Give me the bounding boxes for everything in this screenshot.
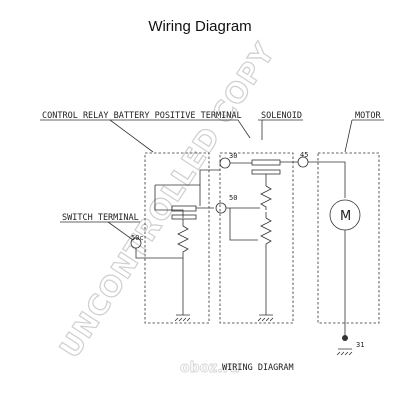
wire-50c [135,248,183,259]
wire-50-coil2 [229,208,258,241]
wire-30-relay [199,169,220,185]
relay-contact-bottom [171,214,197,220]
terminal-45-label: 45 [300,151,308,159]
terminal-50-label: 50 [229,194,237,202]
terminal-50c-label: 50c [131,234,144,242]
relay-coil [177,219,189,258]
solenoid-ground [257,314,274,322]
solenoid-contact-bottom [251,169,281,175]
solenoid-box [219,152,294,324]
terminal-30-label: 30 [229,152,237,160]
control-relay-leader-2 [109,119,154,153]
solenoid-coil-2 [260,212,272,315]
terminal-31 [342,335,348,341]
footer-label: WIRING DIAGRAM [222,363,294,373]
relay-contact-top [171,205,197,212]
diagram-title: Wiring Diagram [148,18,252,35]
control-relay-label: CONTROL RELAY BATTERY POSITIVE TERMINAL [42,111,242,121]
switch-terminal-leader [60,221,140,241]
switch-terminal-label: SWITCH TERMINAL [62,213,139,223]
motor-m-label: M [340,209,351,224]
relay-ground [174,314,191,322]
solenoid-label: SOLENOID [261,111,302,121]
solenoid-leader [258,119,303,140]
motor-leader [344,119,384,153]
solenoid-contact-top [251,159,281,166]
terminal-50 [215,202,227,214]
motor-box [317,152,380,324]
solenoid-coil-1 [260,185,272,210]
watermark-site: oboz.ru [180,360,240,376]
control-relay-leader [40,119,251,139]
motor-ground [336,348,353,356]
wire-45-motor [308,161,346,198]
motor-label: MOTOR [355,111,381,121]
terminal-31-label: 31 [356,341,364,349]
control-relay-box [144,152,210,324]
watermark: UNCONTROLLED COPY [53,37,281,364]
relay-wire-left [154,185,184,218]
